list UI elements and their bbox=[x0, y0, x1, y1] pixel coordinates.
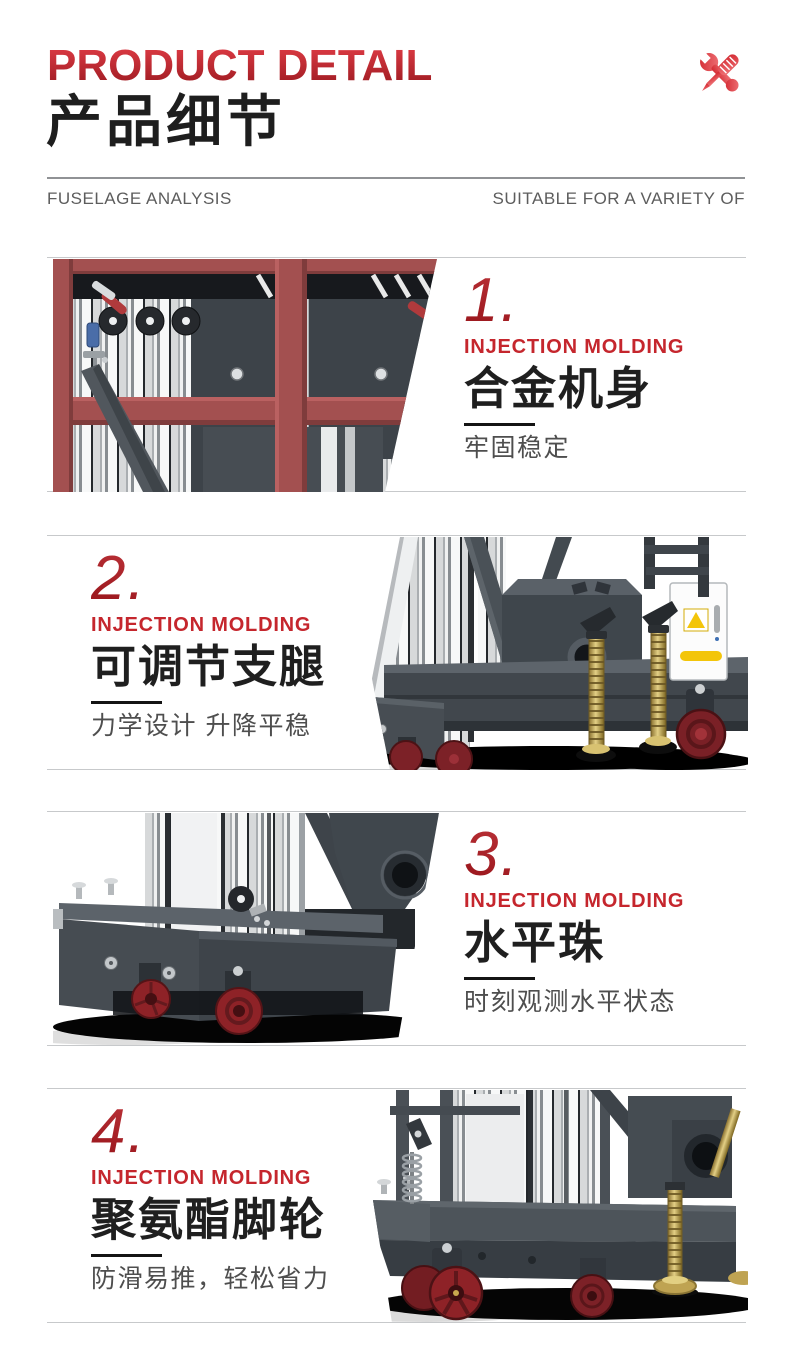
feature-title: 合金机身 bbox=[464, 363, 653, 415]
feature-section-2: 2. INJECTION MOLDING 可调节支腿 力学设计 升降平稳 bbox=[47, 535, 748, 770]
polyurethane-casters-photo bbox=[356, 1090, 748, 1322]
title-underline bbox=[464, 977, 535, 981]
title-underline bbox=[464, 423, 535, 427]
feature-eyebrow: INJECTION MOLDING bbox=[464, 336, 685, 359]
feature-text-1: 1. INJECTION MOLDING 合金机身 牢固稳定 bbox=[464, 269, 734, 463]
caption-left: FUSELAGE ANALYSIS bbox=[47, 189, 232, 208]
feature-section-1: 1. INJECTION MOLDING 合金机身 牢固稳定 bbox=[47, 257, 746, 492]
feature-eyebrow: INJECTION MOLDING bbox=[464, 890, 685, 913]
level-bubble-base-photo bbox=[53, 813, 439, 1045]
brass-screw-leg bbox=[576, 607, 616, 762]
screwdriver-glyph bbox=[702, 54, 739, 91]
feature-title: 水平珠 bbox=[464, 917, 606, 969]
feature-eyebrow: INJECTION MOLDING bbox=[91, 614, 312, 637]
feature-number: 1. bbox=[464, 269, 734, 331]
feature-subtitle: 防滑易推，轻松省力 bbox=[91, 1265, 330, 1294]
pulley-wheels bbox=[98, 306, 201, 336]
feature-section-4: 4. INJECTION MOLDING 聚氨酯脚轮 防滑易推，轻松省力 bbox=[47, 1088, 748, 1323]
header-divider bbox=[47, 177, 745, 179]
feature-section-3: 3. INJECTION MOLDING 水平珠 时刻观测水平状态 bbox=[47, 811, 746, 1046]
title-underline bbox=[91, 1254, 162, 1258]
brass-screw-leg bbox=[652, 1182, 698, 1297]
feature-text-3: 3. INJECTION MOLDING 水平珠 时刻观测水平状态 bbox=[464, 823, 734, 1017]
feature-number: 3. bbox=[464, 823, 734, 885]
caption-right: SUITABLE FOR A VARIETY OF bbox=[492, 189, 745, 208]
feature-number: 2. bbox=[91, 547, 361, 609]
page-title-chinese: 产品细节 bbox=[46, 90, 286, 153]
feature-text-4: 4. INJECTION MOLDING 聚氨酯脚轮 防滑易推，轻松省力 bbox=[91, 1100, 361, 1294]
feature-title: 聚氨酯脚轮 bbox=[91, 1194, 327, 1246]
header-captions: FUSELAGE ANALYSIS SUITABLE FOR A VARIETY… bbox=[47, 189, 745, 209]
feature-subtitle: 时刻观测水平状态 bbox=[464, 988, 677, 1017]
adjustable-outrigger-legs-photo bbox=[344, 537, 748, 770]
wrench-glyph bbox=[697, 50, 739, 92]
feature-text-2: 2. INJECTION MOLDING 可调节支腿 力学设计 升降平稳 bbox=[91, 547, 361, 741]
alloy-frame-closeup-photo bbox=[53, 259, 437, 492]
feature-number: 4. bbox=[91, 1100, 361, 1162]
title-underline bbox=[91, 701, 162, 705]
feature-title: 可调节支腿 bbox=[91, 641, 327, 693]
feature-eyebrow: INJECTION MOLDING bbox=[91, 1167, 312, 1190]
feature-subtitle: 力学设计 升降平稳 bbox=[91, 712, 312, 741]
page-title-english: PRODUCT DETAIL bbox=[47, 41, 433, 90]
feature-subtitle: 牢固稳定 bbox=[464, 434, 571, 463]
electrical-box bbox=[669, 582, 728, 681]
crossed-wrench-screwdriver-icon bbox=[697, 50, 739, 92]
brass-screw-leg bbox=[639, 601, 678, 754]
